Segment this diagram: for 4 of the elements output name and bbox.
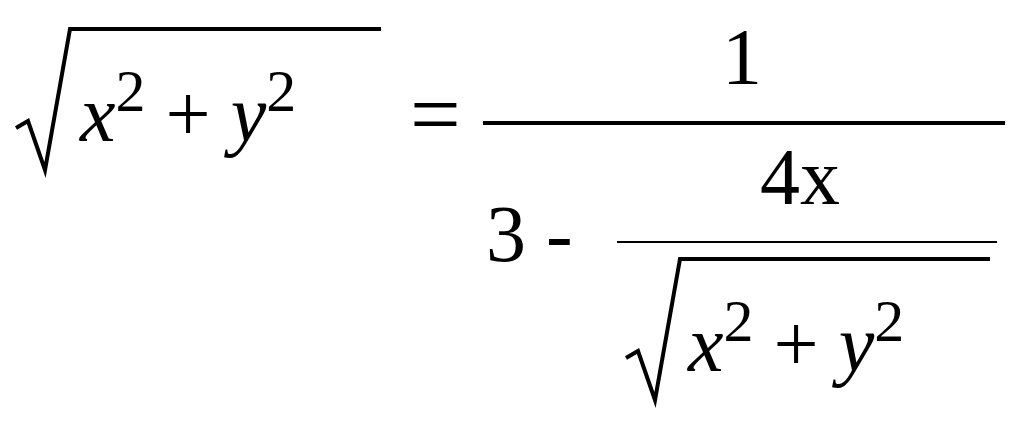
numerator: 1 bbox=[722, 17, 762, 97]
denominator-term: 3 - bbox=[486, 194, 573, 274]
numerator: 4x bbox=[760, 137, 840, 217]
equals-sign: = bbox=[410, 70, 461, 160]
